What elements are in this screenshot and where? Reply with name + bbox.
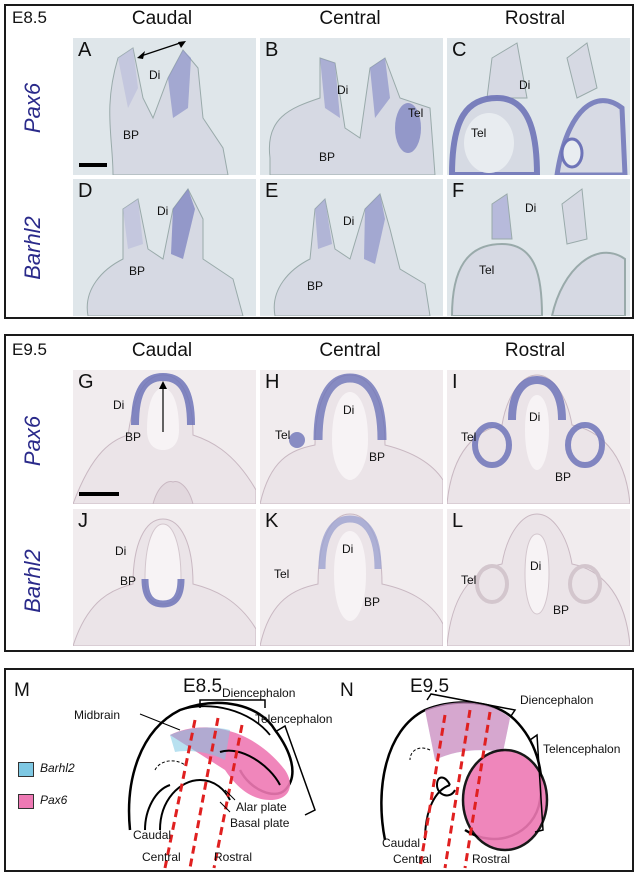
scheme-m-label-rostral: Rostral [214,850,253,864]
panel-j-label-di: Di [115,544,127,558]
column-header-caudal: Caudal [131,8,193,29]
panel-k-label-tel: Tel [274,567,290,581]
scale-bar-e95 [79,492,119,496]
stage-label-e85: E8.5 [12,8,47,27]
scheme-m-diagram [127,699,316,869]
panel-c-image: C Di Tel [447,38,630,175]
panel-c-label-di: Di [519,78,531,92]
panel-l-label-bp: BP [553,603,570,617]
scheme-n-label-telencephalon: Telencephalon [543,742,621,756]
panel-g-label-di: Di [113,398,125,412]
panel-h-label-tel: Tel [275,428,291,442]
panel-h-label-bp: BP [369,450,386,464]
scheme-n-stage: E9.5 [410,676,450,697]
panel-k-letter: K [265,510,279,532]
panel-j-letter: J [78,510,88,532]
scheme-m-label-diencephalon: Diencephalon [222,686,296,700]
legend-swatch-barhl2 [18,762,34,777]
panel-d-image: D Di BP [73,179,256,316]
column-header-rostral-e95: Rostral [504,340,566,361]
scheme-m-label-caudal: Caudal [133,828,172,842]
panel-i-label-tel: Tel [461,430,477,444]
panel-j-image: J Di BP [73,509,256,646]
panel-e-label-di: Di [343,214,355,228]
panel-c-letter: C [452,39,467,61]
panel-f-label-tel: Tel [479,263,495,277]
column-header-rostral: Rostral [504,8,566,29]
panel-e-label-bp: BP [307,279,324,293]
scheme-m-label-telencephalon: Telencephalon [255,712,333,726]
panel-a-label-di: Di [149,68,161,82]
column-header-central: Central [319,8,381,29]
panel-g-image: G Di BP [73,370,256,504]
panel-l-label-tel: Tel [461,573,477,587]
column-header-central-e95: Central [319,340,381,361]
scheme-n-diagram [380,693,549,869]
row-label-barhl2: Barhl2 [20,216,45,280]
legend-label-pax6: Pax6 [40,793,68,807]
legend-label-barhl2: Barhl2 [40,761,75,775]
scheme-m-letter: M [14,680,30,701]
stage-label-e95: E9.5 [12,340,47,359]
panel-k-label-di: Di [342,542,354,556]
panel-f-label-di: Di [525,201,537,215]
scheme-n-label-caudal: Caudal [382,836,421,850]
panel-a-label-bp: BP [123,128,140,142]
scheme-m-label-alar: Alar plate [236,800,287,814]
legend-swatch-pax6 [18,794,34,809]
scheme-n-label-diencephalon: Diencephalon [520,693,594,707]
panel-i-label-bp: BP [555,470,572,484]
scale-bar [79,163,107,167]
panel-d-label-bp: BP [129,264,146,278]
panel-e-letter: E [265,180,279,202]
panel-f-letter: F [452,180,465,202]
panel-d-letter: D [78,180,93,202]
panel-a-letter: A [78,39,92,61]
panel-i-letter: I [452,371,458,393]
panel-j-label-bp: BP [120,574,137,588]
panel-i-label-di: Di [529,410,541,424]
column-header-caudal-e95: Caudal [131,340,193,361]
row-label-pax6: Pax6 [20,82,45,134]
panel-g-letter: G [78,371,94,393]
scheme-n-label-rostral: Rostral [472,852,511,866]
scheme-n-label-central: Central [393,852,432,866]
scheme-m-label-midbrain: Midbrain [74,708,121,722]
panel-l-image: L Di Tel BP [447,509,630,646]
scheme-m-label-central: Central [142,850,181,864]
panel-b-label-di: Di [337,83,349,97]
panel-h-label-di: Di [343,403,355,417]
panel-l-letter: L [452,510,464,532]
row-label-pax6-e95: Pax6 [20,415,45,467]
panel-f-image: F Di Tel [447,179,630,316]
scheme-m-stage: E8.5 [183,676,223,697]
panel-l-label-di: Di [530,559,542,573]
panel-h-letter: H [265,371,280,393]
panel-a-image: A Di BP [73,38,256,175]
panel-b-label-bp: BP [319,150,336,164]
panel-b-letter: B [265,39,279,61]
panel-k-label-bp: BP [364,595,381,609]
panel-h-image: H Di Tel BP [260,370,443,504]
panel-e-image: E Di BP [260,179,443,316]
panel-b-label-tel: Tel [408,106,424,120]
panel-k-image: K Di Tel BP [260,509,443,646]
panel-c-label-tel: Tel [471,126,487,140]
panel-d-label-di: Di [157,204,169,218]
panel-i-image: I Di Tel BP [447,370,630,504]
panel-g-label-bp: BP [125,430,142,444]
row-label-barhl2-e95: Barhl2 [20,549,45,613]
scheme-n-letter: N [340,680,354,701]
panel-b-image: B Di Tel BP [260,38,443,175]
scheme-m-label-basal: Basal plate [230,816,290,830]
